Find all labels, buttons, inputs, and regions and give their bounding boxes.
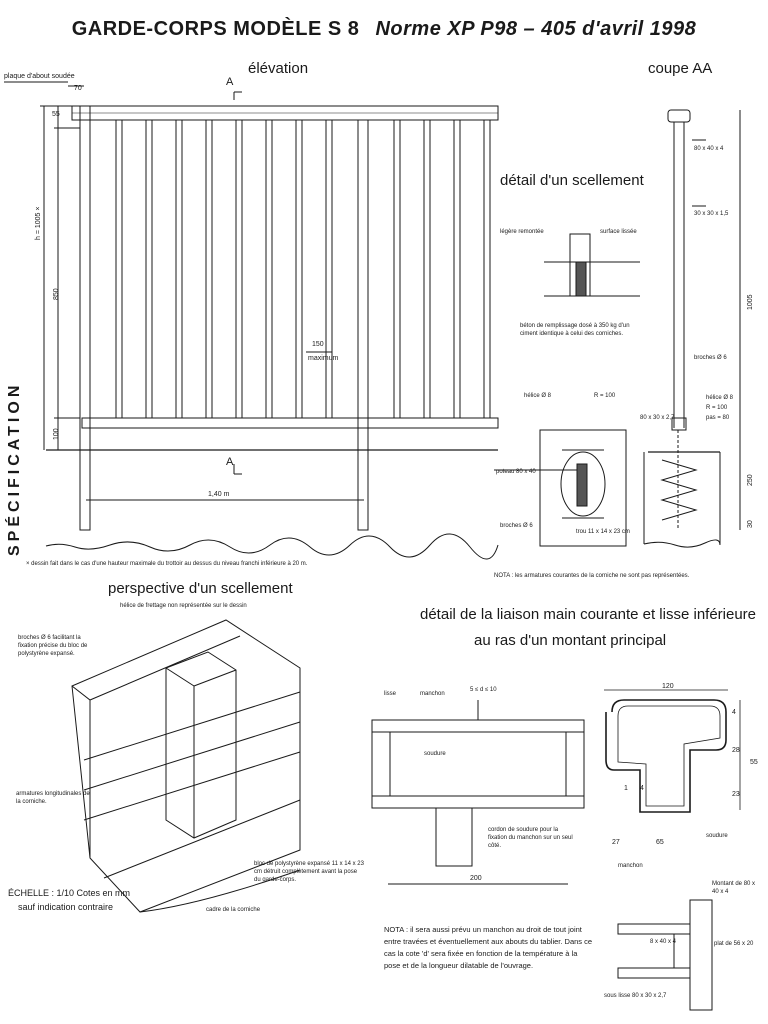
dim-55: 55	[52, 111, 60, 118]
elevation-label: élévation	[248, 60, 309, 77]
dim-1: 1	[624, 785, 628, 792]
dim-4: 4	[732, 709, 736, 716]
dim-150: 150	[312, 341, 324, 348]
coupe-80x30: 80 x 30 x 2,7	[640, 415, 675, 421]
dim-65: 65	[656, 839, 664, 846]
baluster	[325, 119, 333, 419]
surface-lissee: surface lissée	[600, 229, 637, 235]
dim-100: 100	[53, 428, 60, 440]
coupe-broches: broches Ø 6	[694, 355, 727, 361]
baluster	[145, 119, 153, 419]
mark-a-top: A	[226, 76, 234, 88]
manchon-2: manchon	[618, 863, 643, 869]
echelle: ÉCHELLE : 1/10 Cotes en mm	[8, 888, 131, 898]
baluster	[295, 119, 303, 419]
plat-label: plat de 56 x 20	[714, 941, 754, 947]
perspective-label: perspective d'un scellement	[108, 580, 293, 597]
dim-27: 27	[612, 839, 620, 846]
plaque-label: plaque d'about soudée	[4, 73, 75, 80]
coupe-helice: hélice Ø 8	[706, 395, 734, 401]
baluster	[393, 119, 401, 419]
baluster	[423, 119, 431, 419]
dim-140m: 1,40 m	[208, 491, 230, 498]
cordon-label: cordon de soudure pour la fixation du ma…	[488, 827, 573, 849]
baluster	[235, 119, 243, 419]
baluster	[453, 119, 461, 419]
baluster	[115, 119, 123, 419]
trou-dim: trou 11 x 14 x 23 cm	[576, 529, 630, 535]
dim-28: 28	[732, 747, 740, 754]
dim-23: 23	[732, 791, 740, 798]
nota-manchon: NOTA : il sera aussi prévu un manchon au…	[384, 925, 593, 970]
helice-8: hélice Ø 8	[524, 393, 552, 399]
coupe-80x40: 80 x 40 x 4	[694, 146, 724, 152]
coupe-250: 250	[747, 474, 754, 486]
nota-armatures: NOTA : les armatures courantes de la cor…	[494, 573, 690, 579]
post-left	[79, 105, 91, 531]
cadre-corniche: cadre de la corniche	[206, 907, 261, 913]
baluster	[483, 119, 491, 419]
lisse-label: lisse	[384, 691, 397, 697]
soudure-2: soudure	[706, 833, 728, 839]
broches-persp: broches Ø 6 facilitant la fixation préci…	[18, 635, 88, 657]
bloc-polystyrene: bloc de polystyrène expansé 11 x 14 x 23…	[254, 861, 364, 883]
baluster	[175, 119, 183, 419]
manchon-label: manchon	[420, 691, 445, 697]
title-norme: Norme XP P98 – 405 d'avril 1998	[375, 18, 697, 40]
dim-h1005: h = 1005 ×	[35, 206, 42, 240]
coupe-30x30: 30 x 30 x 1,5	[694, 211, 729, 217]
broches-6: broches Ø 6	[500, 523, 533, 529]
post-middle	[357, 119, 369, 531]
baluster	[265, 119, 273, 419]
dim-55b: 55	[750, 759, 758, 766]
mark-a-bottom: A	[226, 456, 234, 468]
perspective-note: hélice de frettage non représentée sur l…	[120, 603, 247, 609]
dim-maximum: maximum	[308, 355, 339, 362]
beton-remplissage: béton de remplissage dosé à 350 kg d'un …	[520, 323, 630, 337]
legere-remontee: légère remontée	[500, 229, 544, 235]
coupe-r100: R = 100	[706, 405, 728, 411]
armatures-long: armatures longitudinales de la corniche.	[16, 791, 90, 805]
coupe-label: coupe AA	[648, 60, 713, 77]
page-title: GARDE-CORPS MODÈLE S 8 Norme XP P98 – 40…	[0, 18, 768, 41]
coupe-1005: 1005	[747, 294, 754, 310]
poteau-80x40: poteau 80 x 40	[496, 469, 536, 475]
title-main: GARDE-CORPS MODÈLE S 8	[71, 18, 360, 40]
echelle-2: sauf indication contraire	[18, 902, 114, 912]
liaison-line2: au ras d'un montant principal	[474, 632, 667, 649]
dim-4b: 4	[640, 785, 644, 792]
dim-200: 200	[470, 875, 482, 882]
lisse-inferieure	[81, 417, 499, 429]
detail-scellement-label: détail d'un scellement	[500, 172, 644, 189]
junction-80x40: 8 x 40 x 4	[650, 939, 677, 945]
dim-120: 120	[662, 683, 674, 690]
soudure-label: soudure	[424, 751, 446, 757]
dim-850: 850	[53, 288, 60, 300]
coupe-pas: pas = 80	[706, 415, 730, 421]
r-100: R = 100	[594, 393, 616, 399]
coupe-30: 30	[747, 520, 754, 528]
baluster	[205, 119, 213, 419]
footnote: × dessin fait dans le cas d'une hauteur …	[26, 561, 308, 567]
d-label: 5 ≤ d ≤ 10	[470, 687, 497, 693]
dim-70: 70	[74, 85, 82, 92]
sous-lisse: sous lisse 80 x 30 x 2,7	[604, 993, 667, 999]
liaison-line1: détail de la liaison main courante et li…	[420, 606, 757, 623]
montant-label: Montant de 80 x 40 x 4	[712, 881, 756, 895]
